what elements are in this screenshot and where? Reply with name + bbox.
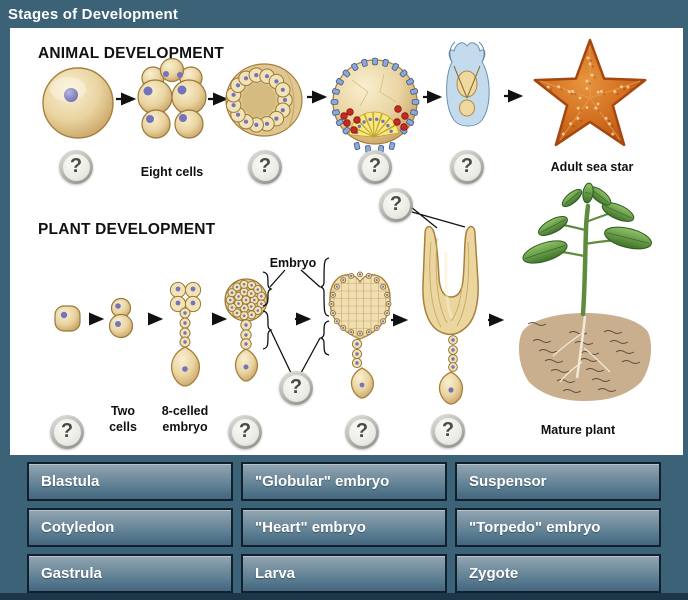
question-mark: ? [53, 418, 81, 446]
label-tile-gastrula[interactable]: Gastrula [27, 554, 233, 593]
eight-cells-label: Eight cells [141, 165, 204, 179]
eight-celled-label-line1: 8-celled [162, 404, 209, 418]
suspensor-stalks [179, 307, 458, 372]
gastrula-illustration [330, 57, 420, 153]
answer-slot-heart-embryo[interactable]: ? [345, 415, 379, 449]
answer-slot-suspensor[interactable]: ? [279, 371, 313, 405]
adult-sea-star-illustration [533, 38, 647, 147]
answer-slot-globular-embryo[interactable]: ? [228, 415, 262, 449]
answer-slot-torpedo-embryo[interactable]: ? [431, 414, 465, 448]
answer-slot-plant-zygote[interactable]: ? [50, 415, 84, 449]
label-tile-cotyledon[interactable]: Cotyledon [27, 508, 233, 547]
embryo-bracket-annotation [262, 206, 466, 374]
plant-heading: PLANT DEVELOPMENT [38, 221, 216, 238]
question-mark: ? [453, 153, 481, 181]
label-tile-suspensor[interactable]: Suspensor [455, 462, 661, 501]
label-tile-torpedo-embryo[interactable]: "Torpedo" embryo [455, 508, 661, 547]
answer-slot-gastrula[interactable]: ? [358, 150, 392, 184]
bottom-edge-bar [0, 593, 688, 600]
question-mark: ? [231, 418, 259, 446]
torpedo-embryo-illustration [422, 225, 479, 405]
diagram-panel: ANIMAL DEVELOPMENT [10, 28, 683, 455]
page-title: Stages of Development [8, 5, 179, 23]
blastula-illustration [225, 63, 303, 137]
eight-cells-illustration [137, 57, 207, 139]
mature-plant-illustration [518, 182, 652, 401]
label-tile-blastula[interactable]: Blastula [27, 462, 233, 501]
two-cells-label-line1: Two [111, 404, 135, 418]
answer-slot-larva[interactable]: ? [450, 150, 484, 184]
label-tile-globular-embryo[interactable]: "Globular" embryo [241, 462, 447, 501]
larva-illustration [446, 41, 490, 127]
eight-celled-label-line2: embryo [162, 420, 208, 434]
title-bar: Stages of Development [0, 0, 688, 28]
heart-embryo-illustration [328, 271, 392, 399]
embryo-label: Embryo [270, 256, 317, 270]
label-tile-larva[interactable]: Larva [241, 554, 447, 593]
adult-sea-star-label: Adult sea star [551, 160, 634, 174]
eight-celled-embryo-illustration [169, 281, 202, 387]
question-mark: ? [434, 417, 462, 445]
question-mark: ? [348, 418, 376, 446]
development-diagram: ANIMAL DEVELOPMENT [38, 38, 652, 437]
plant-zygote-illustration [54, 305, 81, 332]
answer-slot-animal-zygote[interactable]: ? [59, 150, 93, 184]
mature-plant-label: Mature plant [541, 423, 616, 437]
question-mark: ? [382, 191, 410, 219]
two-cells-label-line2: cells [109, 420, 137, 434]
answer-bank: Blastula "Globular" embryo Suspensor Cot… [27, 462, 661, 593]
label-tile-heart-embryo[interactable]: "Heart" embryo [241, 508, 447, 547]
question-mark: ? [282, 374, 310, 402]
label-tile-zygote[interactable]: Zygote [455, 554, 661, 593]
answer-slot-cotyledon[interactable]: ? [379, 188, 413, 222]
animal-heading: ANIMAL DEVELOPMENT [38, 45, 224, 62]
animal-zygote-illustration [42, 67, 114, 139]
question-mark: ? [62, 153, 90, 181]
answer-slot-blastula[interactable]: ? [248, 150, 282, 184]
question-mark: ? [251, 153, 279, 181]
two-cells-illustration [108, 297, 134, 339]
question-mark: ? [361, 153, 389, 181]
